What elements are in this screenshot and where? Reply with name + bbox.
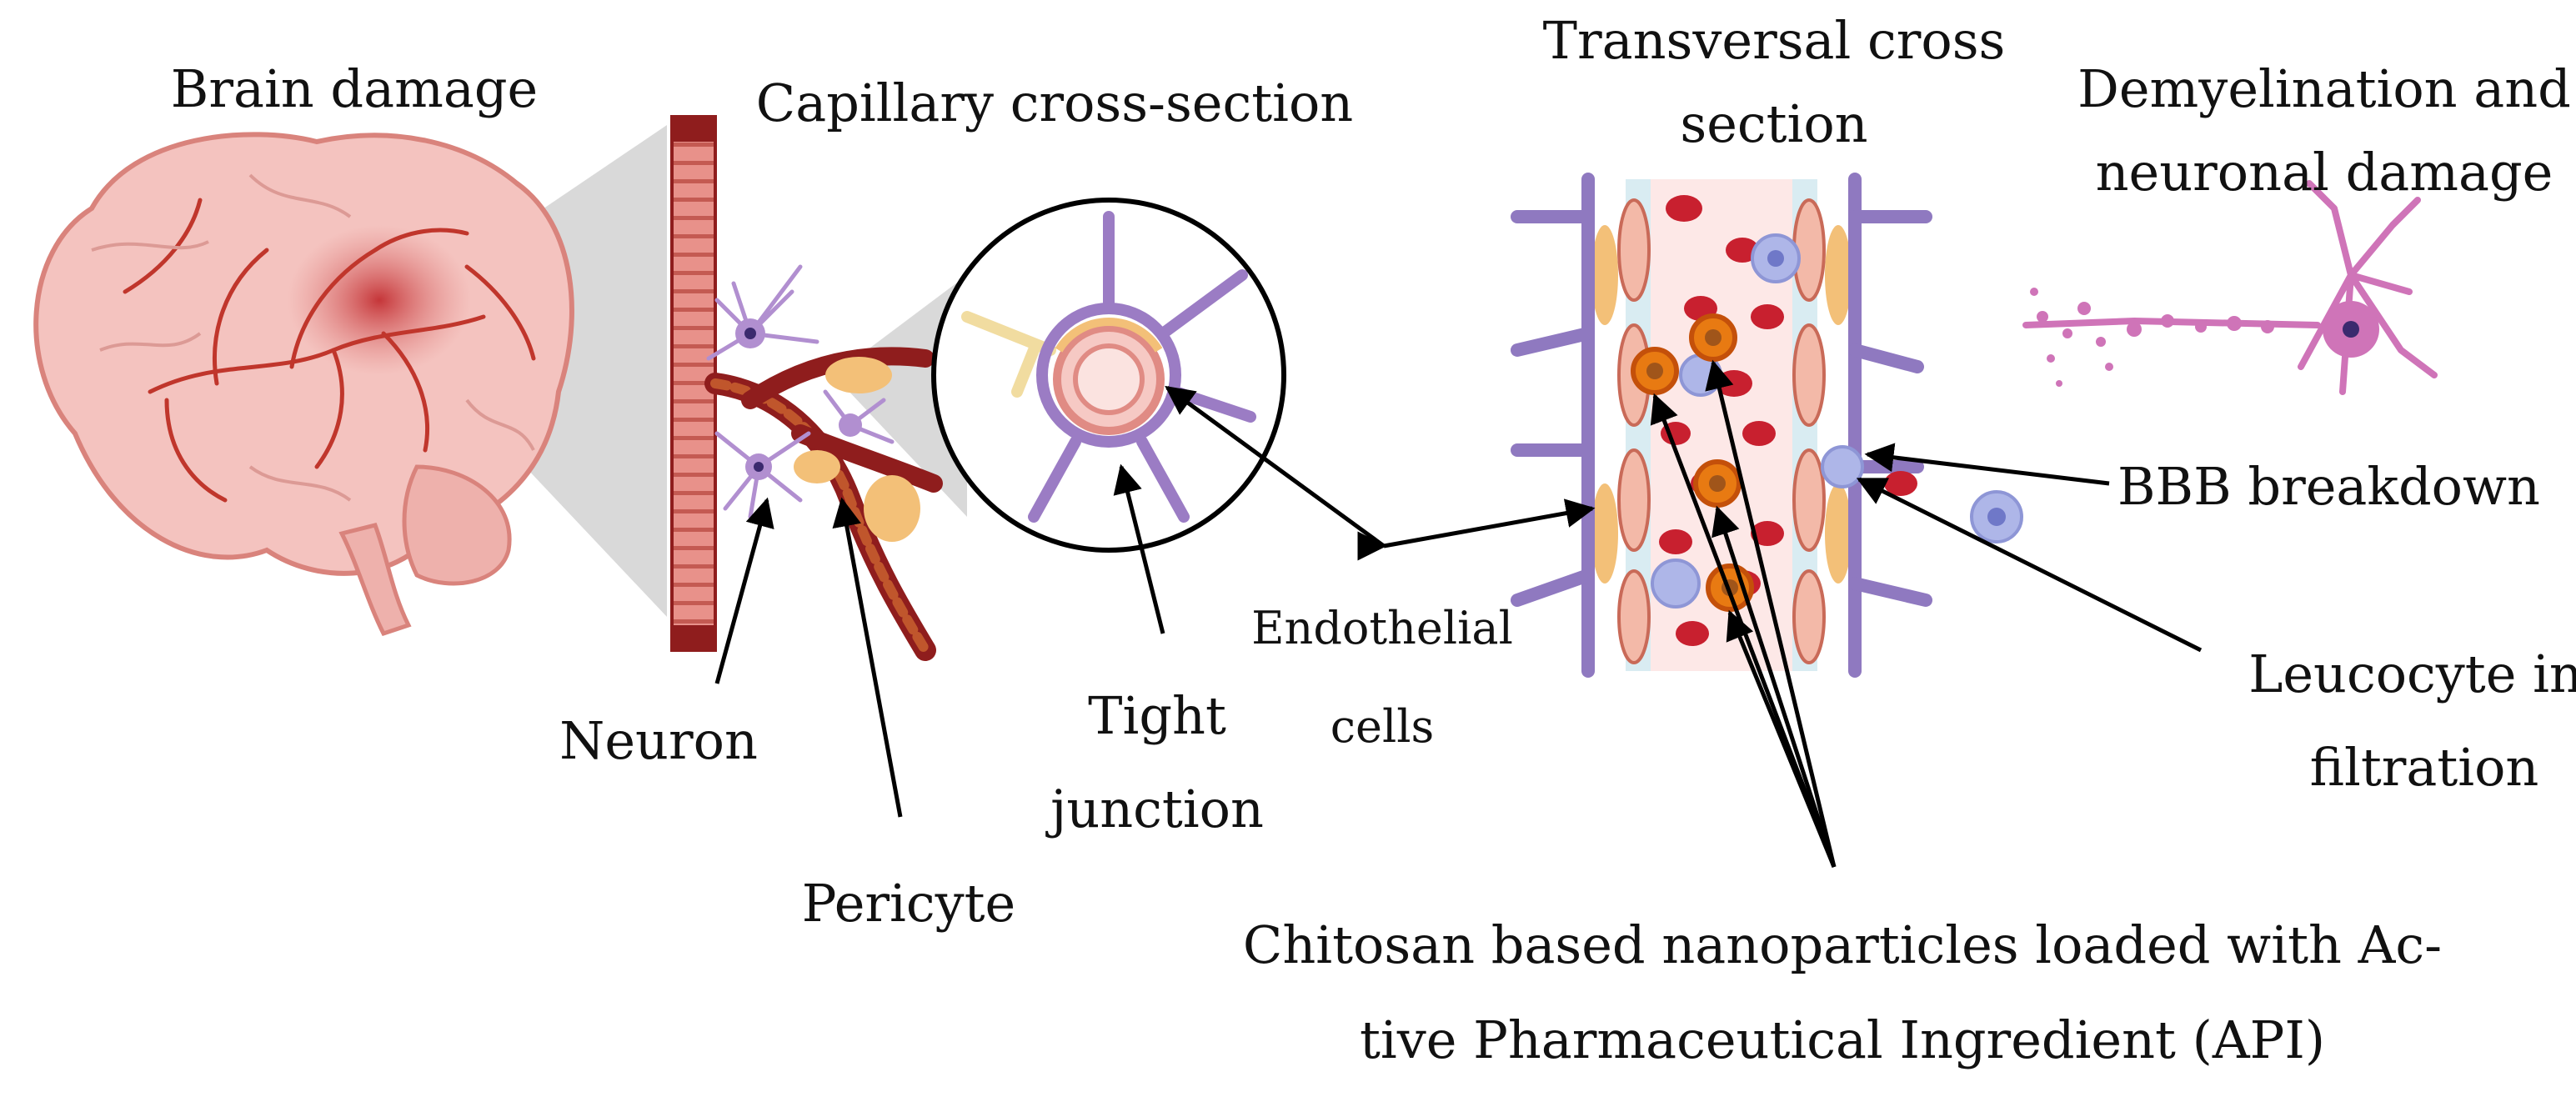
brain-illustration: [33, 132, 574, 637]
annotation-arrows: [714, 359, 2203, 868]
transversal-section: [1511, 173, 2023, 678]
demyelinated-neuron: [2022, 180, 2438, 395]
label-neuron: Neuron: [559, 710, 758, 771]
label-transversal-cross-section: Transversal cross section: [1542, 10, 2006, 154]
label-bbb-breakdown: BBB breakdown: [2117, 456, 2540, 517]
label-brain-damage: Brain damage: [170, 58, 539, 119]
label-chitosan-nanoparticles: Chitosan based nanoparticles loaded with…: [1242, 914, 2443, 1070]
label-endothelial-cells: Endothelial cells: [1251, 602, 1513, 753]
label-capillary-cross-section: Capillary cross-section: [755, 73, 1354, 133]
label-pericyte: Pericyte: [801, 873, 1016, 934]
label-tight-junction: Tight junction: [1050, 685, 1264, 839]
zoom-cone-capillary: [834, 275, 967, 517]
capillary-cross-section-inset: [931, 198, 1286, 553]
label-leucocyte-infiltration: Leucocyte in- filtration: [2248, 644, 2576, 798]
label-demyelination: Demyelination and neuronal damage: [2077, 58, 2571, 203]
